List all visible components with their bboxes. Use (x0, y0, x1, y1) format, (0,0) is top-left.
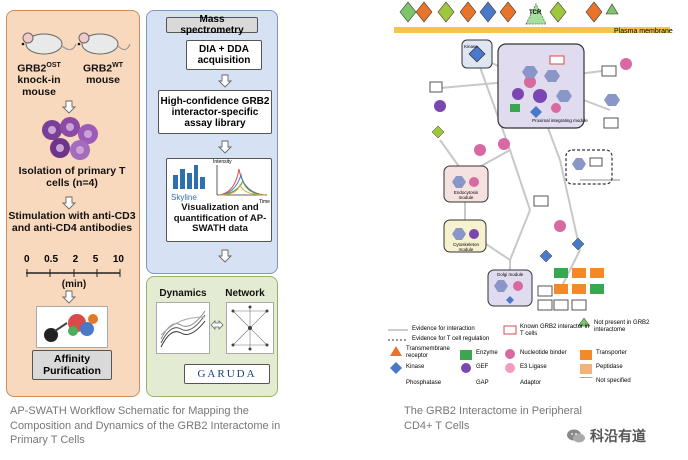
isolation-step: Isolation of primary T cells (n=4) (18, 165, 126, 189)
legend-not-specified: Not specified (596, 378, 631, 384)
legend-phosphatase: Phosphatase (406, 380, 442, 386)
mass-spectrometry-title: Mass spectrometry (166, 14, 258, 36)
legend-kinase: Kinase (406, 364, 425, 370)
network-label: Network (225, 288, 265, 299)
timeline-tick: 5 (92, 254, 99, 265)
down-arrow-icon (218, 140, 232, 154)
mouse-wt-icon (77, 32, 131, 55)
right-caption: The GRB2 Interactome in Peripheral CD4+ … (404, 405, 582, 432)
dynamics-label: Dynamics (159, 288, 207, 299)
legend-adaptor: Adaptor (520, 380, 542, 386)
grb2-interactome-network (388, 1, 670, 378)
peripheral-nodes (429, 58, 632, 311)
timeline-tick: 0.5 (44, 254, 59, 265)
dashed-module (565, 149, 613, 185)
affinity-bead-image (36, 306, 108, 348)
wechat-icon (567, 429, 585, 443)
golgi-module-label: Golgi module (496, 272, 524, 277)
down-arrow-icon (218, 249, 232, 263)
legend-evidence-interaction: Evidence for interaction (412, 326, 475, 332)
mouse-ost-icon (21, 32, 77, 55)
down-arrow-icon (62, 290, 76, 304)
dynamics-plot (156, 302, 210, 354)
endocytosis-module-label: Endocytosis module (453, 190, 479, 200)
legend-not-present: Not present in GRB2 interactome (594, 320, 650, 334)
membrane-receptors (399, 1, 619, 23)
legend-e3-ligase: E3 Ligase (520, 364, 547, 370)
double-arrow-icon (210, 320, 224, 330)
plasma-membrane-label: Plasma membrane (614, 28, 673, 35)
legend-peptidase: Peptidase (596, 364, 623, 370)
wechat-watermark: 科沿有道 (566, 426, 646, 446)
timeline-tick: 2 (72, 254, 79, 265)
proximal-integrating-module (497, 43, 585, 129)
legend-transporter: Transporter (596, 350, 627, 356)
tcr-label: TCR (529, 10, 542, 16)
legend-transmembrane: Transmembrane receptor (406, 346, 450, 360)
network-plot (226, 302, 274, 354)
visualization-label: Visualization and quantification of AP-S… (173, 202, 267, 235)
watermark-text: 科沿有道 (590, 428, 646, 444)
skyline-label: Skyline (171, 193, 197, 202)
chromatogram-chart (216, 165, 267, 196)
stimulation-timeline: 0 0.5 2 5 10 (min) (24, 254, 124, 304)
legend-known-grb2: Known GRB2 interactor in T cells (520, 324, 590, 338)
stimulation-step: Stimulation with anti-CD3 and anti-CD4 a… (8, 210, 136, 234)
tcr-icon (525, 3, 547, 25)
golgi-module (487, 269, 533, 307)
skyline-logo-icon (173, 165, 205, 189)
affinity-purification-step: Affinity Purification (32, 350, 112, 380)
assay-library-step: High-confidence GRB2 interactor-specific… (158, 90, 272, 134)
legend-nucleotide-binder: Nucleotide binder (520, 350, 567, 356)
proximal-module-label: Proximal integrating module (532, 118, 588, 123)
timeline-unit: (min) (61, 279, 87, 290)
legend-gap: GAP (476, 380, 489, 386)
kinase-module-label: Kinase (464, 44, 478, 49)
visualization-step: Skyline Intensity Time Visualization and… (166, 158, 272, 242)
down-arrow-icon (62, 196, 76, 210)
garuda-logo: GARUDA (184, 364, 270, 384)
down-arrow-icon (218, 74, 232, 88)
down-arrow-icon (62, 100, 76, 114)
legend-enzyme: Enzyme (476, 350, 498, 356)
cytoskeleton-module (443, 219, 487, 253)
proximal-nodes (510, 55, 572, 118)
chart-axis-time: Time (259, 199, 270, 205)
cytoskeleton-module-label: Cytoskeleton module (452, 242, 479, 252)
mice-illustration (21, 32, 131, 55)
t-cells-icon (42, 117, 98, 160)
dia-dda-step: DIA + DDA acquisition (186, 40, 262, 70)
chart-axis-intensity: Intensity (213, 159, 232, 165)
legend-gef: GEF (476, 364, 489, 370)
endocytosis-module (443, 165, 489, 203)
legend-evidence-tcell: Evidence for T cell regulation (412, 336, 490, 342)
left-caption: AP-SWATH Workflow Schematic for Mapping … (10, 405, 281, 447)
timeline-tick: 10 (112, 254, 124, 265)
legend-swatches (388, 317, 593, 378)
timeline-tick: 0 (24, 254, 30, 265)
